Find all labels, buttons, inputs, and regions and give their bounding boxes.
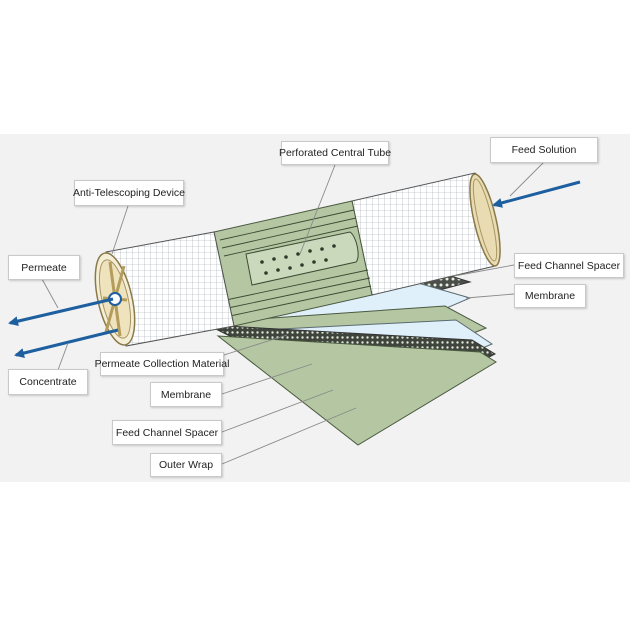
leader-permeate: [41, 278, 59, 309]
leader-perforated-central-tube: [299, 164, 336, 255]
label-outer-wrap-text: Outer Wrap: [158, 459, 214, 471]
label-concentrate: Concentrate: [8, 369, 88, 395]
leader-membrane-bottom: [221, 363, 313, 395]
cylinder-right-end-cap: [469, 173, 501, 267]
label-feed-channel-spacer-bottom-text: Feed Channel Spacer: [115, 426, 219, 439]
permeate-arrow: [8, 297, 114, 327]
leader-outer-wrap: [221, 407, 357, 465]
label-feed-channel-spacer-bottom: Feed Channel Spacer: [112, 420, 222, 445]
label-feed-solution-text: Feed Solution: [511, 144, 577, 156]
label-membrane-bottom: Membrane: [150, 382, 222, 407]
leader-feed-channel-spacer-bottom: [221, 389, 334, 433]
unrolled-outer-wrap: [216, 335, 497, 446]
label-feed-solution: Feed Solution: [490, 137, 598, 163]
leader-permeate-collection-material: [223, 334, 288, 356]
label-feed-channel-spacer-top-text: Feed Channel Spacer: [517, 259, 621, 272]
tube-perforations: [260, 244, 336, 275]
label-perforated-central-tube: Perforated Central Tube: [278, 141, 392, 165]
label-outer-wrap: Outer Wrap: [150, 453, 222, 477]
wound-layer-lines: [219, 209, 372, 317]
label-concentrate-text: Concentrate: [19, 376, 77, 388]
leader-lines: [41, 161, 545, 465]
label-anti-telescoping-device-text: Anti-Telescoping Device: [72, 187, 186, 199]
label-membrane-top: Membrane: [514, 284, 586, 308]
label-membrane-bottom-text: Membrane: [160, 388, 212, 401]
label-membrane-top-text: Membrane: [524, 290, 576, 302]
leader-feed-channel-spacer-top: [453, 264, 515, 277]
label-feed-channel-spacer-top: Feed Channel Spacer: [514, 253, 624, 278]
label-perforated-central-tube-text: Perforated Central Tube: [278, 147, 392, 159]
concentrate-arrow: [14, 328, 119, 358]
label-permeate-text: Permeate: [21, 261, 67, 274]
feed-solution-arrow: [492, 180, 581, 208]
perforated-central-tube: [245, 231, 359, 286]
leader-anti-telescoping-device: [111, 205, 129, 255]
label-anti-telescoping-device: Anti-Telescoping Device: [72, 180, 186, 206]
leader-feed-solution: [509, 161, 545, 197]
label-permeate-collection-material: Permeate Collection Material: [95, 352, 229, 376]
leader-membrane-top: [465, 293, 515, 299]
label-permeate-collection-material-text: Permeate Collection Material: [94, 358, 230, 370]
leader-concentrate: [57, 342, 69, 371]
cylinder-right-end-ring: [472, 178, 498, 262]
label-permeate: Permeate: [8, 255, 80, 280]
